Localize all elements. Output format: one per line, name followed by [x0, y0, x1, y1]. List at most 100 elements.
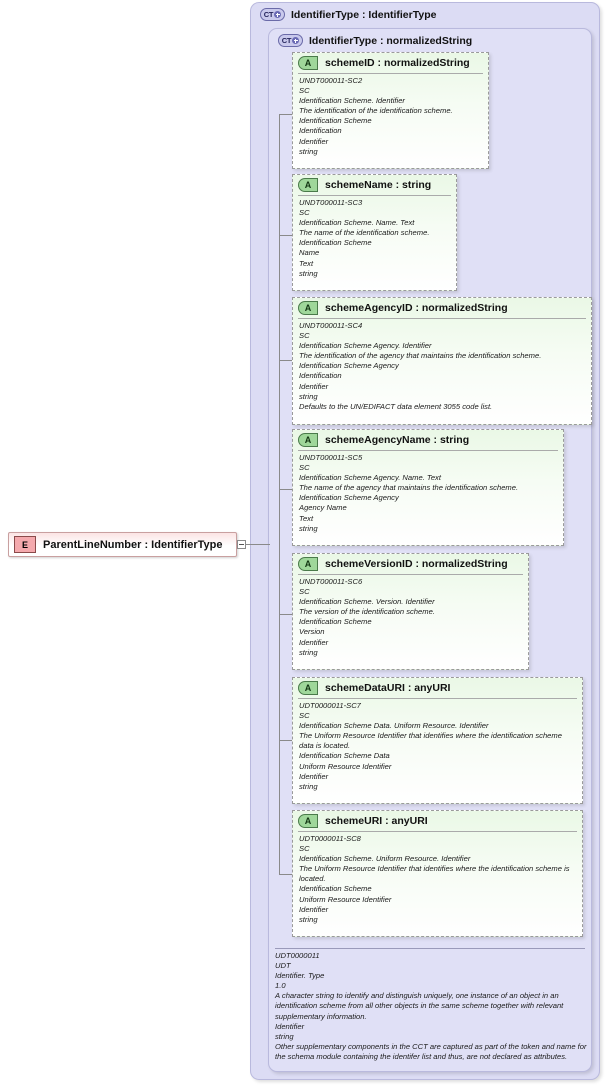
doc-line: Identifier [299, 771, 329, 781]
divider [298, 574, 523, 575]
doc-line: SC [299, 463, 310, 473]
attribute-badge-icon: A [298, 178, 318, 192]
doc-line: UDT0000011 [275, 951, 320, 960]
doc-line: string [299, 268, 318, 278]
expand-collapse-toggle[interactable] [237, 540, 246, 549]
doc-line: Identifier [275, 1021, 305, 1031]
type-documentation: UDT0000011 UDT Identifier. Type 1.0 A ch… [275, 951, 587, 1062]
connector-stub-schemeagencyname [279, 489, 292, 490]
attribute-box-schemeid[interactable]: A schemeID : normalizedString UNDT000011… [292, 52, 489, 169]
doc-line: UNDT000011-SC2 [299, 76, 363, 85]
doc-line: Identifier [299, 904, 329, 914]
doc-line: Identification Scheme [299, 617, 372, 627]
complextype-inner-header: CT IdentifierType : normalizedString [278, 34, 472, 47]
attribute-box-schemeversionid[interactable]: A schemeVersionID : normalizedString UND… [292, 553, 529, 670]
doc-line: Identification [299, 371, 342, 381]
attribute-documentation: UNDT000011-SC2 SC Identification Scheme.… [293, 76, 488, 161]
attribute-documentation: UNDT000011-SC4 SC Identification Scheme … [293, 321, 591, 416]
attribute-header: A schemeDataURI : anyURI [293, 678, 582, 698]
doc-line: Identification Scheme [299, 116, 372, 126]
doc-line: UNDT000011-SC5 [299, 453, 363, 462]
doc-line: The Uniform Resource Identifier that ide… [299, 731, 565, 751]
attribute-badge-icon: A [298, 557, 318, 571]
doc-line: string [299, 391, 318, 401]
complextype-outer-title: IdentifierType : IdentifierType [291, 8, 437, 21]
attribute-header: A schemeName : string [293, 175, 456, 195]
doc-line: Identifier [299, 637, 329, 647]
doc-line: string [299, 146, 318, 156]
doc-line: Text [299, 258, 314, 268]
doc-line: UNDT000011-SC4 [299, 321, 363, 330]
attribute-box-schemename[interactable]: A schemeName : string UNDT000011-SC3 SC … [292, 174, 457, 291]
attribute-documentation: UDT0000011-SC7 SC Identification Scheme … [293, 701, 582, 796]
doc-line: string [299, 647, 318, 657]
connector-stub-schemedatauri [279, 740, 292, 741]
attribute-box-schemeagencyname[interactable]: A schemeAgencyName : string UNDT000011-S… [292, 429, 564, 546]
doc-line: SC [299, 208, 310, 218]
doc-line: string [275, 1031, 294, 1041]
complextype-inner-title: IdentifierType : normalizedString [309, 34, 473, 47]
doc-line: The version of the identification scheme… [299, 607, 435, 617]
attribute-box-schemeagencyid[interactable]: A schemeAgencyID : normalizedString UNDT… [292, 297, 592, 425]
doc-line: Identification Scheme Agency. Name. Text [299, 473, 441, 483]
complextype-outer-header: CT IdentifierType : IdentifierType [260, 8, 436, 21]
connector-stub-schemeagencyid [279, 360, 292, 361]
divider [298, 318, 586, 319]
doc-line: Name [299, 248, 320, 258]
documentation-divider [275, 948, 585, 949]
attribute-badge-icon: A [298, 301, 318, 315]
connector-stub-schemeuri [279, 874, 292, 875]
attribute-name: schemeID : normalizedString [325, 57, 470, 69]
divider [298, 73, 483, 74]
element-badge-icon: E [14, 536, 36, 553]
doc-line: The Uniform Resource Identifier that ide… [299, 864, 572, 884]
connector-element-to-type [237, 544, 270, 545]
connector-spine-lower [279, 724, 280, 874]
attribute-box-schemeuri[interactable]: A schemeURI : anyURI UDT0000011-SC8 SC I… [292, 810, 583, 937]
attribute-name: schemeName : string [325, 179, 432, 191]
doc-line: The identification of the agency that ma… [299, 351, 542, 361]
plus-icon [292, 37, 300, 44]
doc-line: SC [299, 844, 310, 854]
doc-line: 1.0 [275, 981, 286, 991]
complextype-inner-plus-icon[interactable]: CT [278, 34, 303, 47]
doc-line: Identification Scheme [299, 238, 372, 248]
doc-line: string [299, 914, 318, 924]
element-node-parentlinenumber[interactable]: E ParentLineNumber : IdentifierType [8, 532, 237, 557]
doc-line: UDT0000011-SC8 [299, 834, 361, 843]
doc-line: string [299, 523, 318, 533]
doc-line: Uniform Resource Identifier [299, 761, 392, 771]
doc-line: Uniform Resource Identifier [299, 894, 392, 904]
doc-line: Identifier [299, 381, 329, 391]
doc-line: Identification Scheme. Uniform Resource.… [299, 854, 471, 864]
ct-badge-text: CT [263, 9, 274, 19]
divider [298, 195, 451, 196]
doc-line: Identification Scheme. Version. Identifi… [299, 597, 435, 607]
attribute-documentation: UNDT000011-SC5 SC Identification Scheme … [293, 453, 563, 538]
doc-line: UNDT000011-SC3 [299, 198, 363, 207]
attribute-name: schemeAgencyID : normalizedString [325, 302, 508, 314]
ct-badge-text-inner: CT [281, 35, 292, 45]
attribute-name: schemeAgencyName : string [325, 434, 470, 446]
attribute-header: A schemeAgencyName : string [293, 430, 563, 450]
complextype-plus-icon[interactable]: CT [260, 8, 285, 21]
attribute-name: schemeURI : anyURI [325, 815, 428, 827]
doc-line: Identifier [299, 136, 329, 146]
doc-line: Identification Scheme [299, 884, 372, 894]
connector-spine [279, 114, 280, 724]
doc-line: Identification Scheme. Identifier [299, 96, 405, 106]
attribute-badge-icon: A [298, 681, 318, 695]
doc-line: Agency Name [299, 503, 347, 513]
connector-stub-schemeversionid [279, 614, 292, 615]
divider [298, 450, 558, 451]
doc-line: SC [299, 331, 310, 341]
attribute-badge-icon: A [298, 56, 318, 70]
connector-stub-schemeid [279, 114, 292, 115]
doc-line: Identification [299, 126, 342, 136]
attribute-documentation: UNDT000011-SC6 SC Identification Scheme.… [293, 577, 528, 662]
divider [298, 698, 577, 699]
attribute-box-schemedatauri[interactable]: A schemeDataURI : anyURI UDT0000011-SC7 … [292, 677, 583, 804]
doc-line: Identification Scheme Agency. Identifier [299, 341, 432, 351]
plus-icon [274, 11, 282, 18]
